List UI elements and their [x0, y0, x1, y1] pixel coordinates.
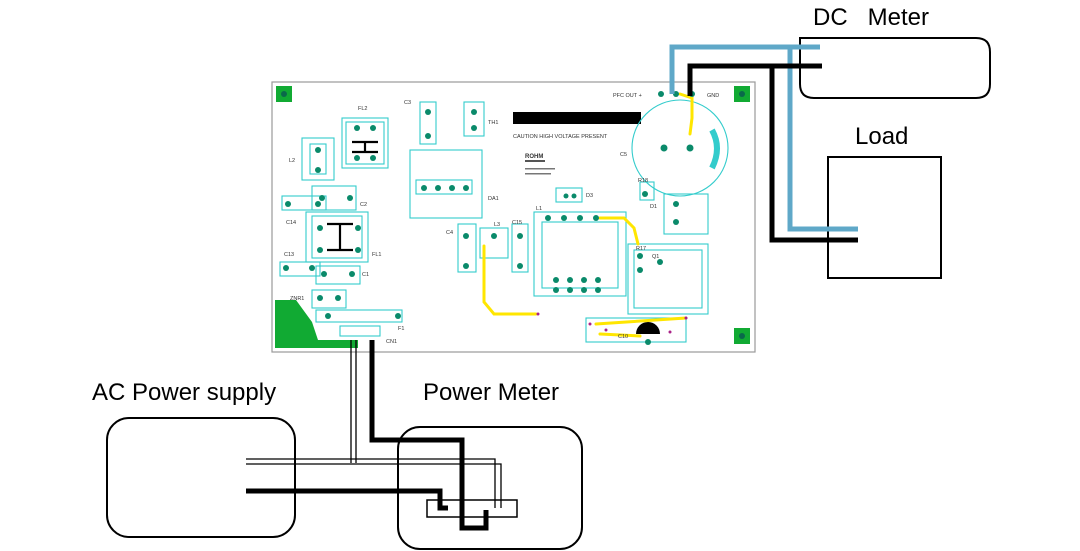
- refdes-c2: C2: [360, 202, 367, 208]
- ac-power-supply: AC Power supply: [92, 379, 296, 538]
- refdes-c5: C5: [620, 152, 627, 158]
- fl2-core: [352, 140, 378, 154]
- refdes-layer: FL2 C3 TH1 L2 C5 DA1 R18 D3 C2 C14 C4 L3…: [284, 100, 659, 345]
- brand-text: ROHM: [525, 154, 543, 160]
- dc-meter-box: [799, 37, 991, 99]
- refdes-l3: L3: [494, 222, 500, 228]
- dc-negative-wire: [687, 63, 858, 243]
- load-box: [827, 156, 942, 279]
- ac-line-wire: [246, 340, 502, 508]
- refdes-znr1: ZNR1: [290, 296, 304, 302]
- c10-cap: [636, 322, 660, 334]
- refdes-q1: Q1: [652, 254, 659, 260]
- dc-meter-label: DC Meter: [813, 4, 929, 31]
- refdes-da1: DA1: [488, 196, 499, 202]
- ac-copper-pour: [275, 300, 358, 348]
- gnd-label: GND: [707, 93, 719, 99]
- refdes-c1: C1: [362, 272, 369, 278]
- refdes-c13: C13: [284, 252, 294, 258]
- power-meter-label: Power Meter: [423, 379, 559, 406]
- refdes-r17: R17: [636, 246, 646, 252]
- refdes-th1: TH1: [488, 120, 498, 126]
- silkscreen-layer: [279, 99, 729, 343]
- refdes-c10: C10: [618, 334, 628, 340]
- via-layer: [536, 312, 688, 334]
- refdes-c15: C15: [512, 220, 522, 226]
- refdes-f1: F1: [398, 326, 404, 332]
- refdes-l2: L2: [289, 158, 295, 164]
- pcb-outline: [271, 81, 756, 353]
- load: Load: [827, 123, 942, 279]
- pcb-board: CAUTION HIGH VOLTAGE PRESENT ROHM PFC OU…: [271, 81, 756, 353]
- caution-bar: [513, 112, 641, 124]
- refdes-d3: D3: [586, 193, 593, 199]
- ac-neutral-wire: [246, 340, 489, 531]
- refdes-r18: R18: [638, 178, 648, 184]
- pfc-out-label: PFC OUT +: [613, 93, 642, 99]
- fl1-core: [327, 222, 353, 252]
- refdes-c4: C4: [446, 230, 453, 236]
- c5-polarity-band: [709, 128, 720, 170]
- ac-power-supply-label: AC Power supply: [92, 379, 276, 406]
- refdes-c14: C14: [286, 220, 296, 226]
- dc-meter: DC Meter: [799, 4, 991, 99]
- load-label: Load: [855, 123, 908, 150]
- caution-text: CAUTION HIGH VOLTAGE PRESENT: [513, 134, 608, 140]
- refdes-c3: C3: [404, 100, 411, 106]
- refdes-l1: L1: [536, 206, 542, 212]
- refdes-fl1: FL1: [372, 252, 381, 258]
- refdes-d1: D1: [650, 204, 657, 210]
- dc-positive-wire: [669, 44, 858, 232]
- refdes-cn1: CN1: [386, 339, 397, 345]
- yellow-traces: [482, 92, 694, 338]
- power-meter-box: [397, 426, 583, 550]
- refdes-fl2: FL2: [358, 106, 367, 112]
- ac-power-supply-box: [106, 417, 296, 538]
- pad-layer: [283, 91, 695, 345]
